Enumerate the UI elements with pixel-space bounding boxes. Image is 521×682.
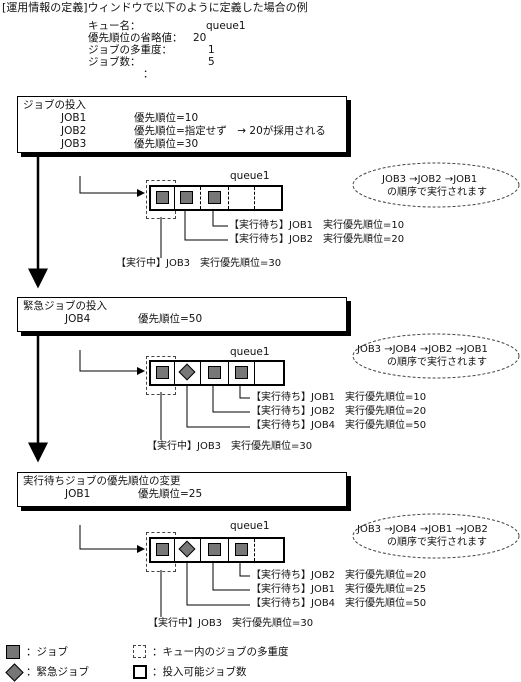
queue-label: queue1 — [230, 170, 270, 182]
job-priority: 優先順位=指定せず → 20が採用される — [134, 125, 326, 137]
slot-divider — [174, 362, 175, 384]
job-icon — [156, 366, 169, 379]
setting-value-multiplicity: 1 — [208, 44, 215, 56]
queue-label: queue1 — [230, 346, 270, 358]
setting-label-queue-name: キュー名： — [88, 20, 141, 32]
slot-divider — [254, 187, 255, 209]
setting-value-job-count: 5 — [208, 56, 215, 68]
setting-label-default-priority: 優先順位の省略値： — [88, 32, 183, 44]
bubble-text: の順序で実行されます — [387, 187, 487, 198]
legend-submittable-icon — [133, 665, 147, 679]
leader-s2-job4 — [186, 384, 250, 428]
waiting-annotation: 【実行待ち】JOB1 実行優先順位=25 — [251, 584, 427, 595]
page-title: [運用情報の定義]ウィンドウで以下のように定義した場合の例 — [2, 1, 308, 14]
slot-divider — [254, 362, 255, 384]
slot-divider — [200, 187, 201, 209]
slot-divider — [174, 187, 175, 209]
slot-divider — [200, 539, 201, 561]
elbow-arrow-1 — [79, 176, 145, 197]
waiting-annotation: 【実行待ち】JOB1 実行優先順位=10 — [251, 392, 427, 403]
waiting-annotation: 【実行待ち】JOB2 実行優先順位=20 — [251, 406, 427, 417]
legend-multiplicity-icon — [133, 645, 146, 658]
queue-box — [149, 360, 285, 386]
leader-s3-job1 — [212, 561, 250, 591]
legend-urgent-job-label: ：緊急ジョブ — [26, 666, 89, 678]
setting-label-multiplicity: ジョブの多重度： — [88, 44, 172, 56]
job-icon — [156, 191, 169, 204]
panel-submit-jobs: ジョブの投入 JOB1 優先順位=10 JOB2 優先順位=指定せず → 20が… — [17, 96, 347, 153]
leader-s2-job1 — [239, 384, 250, 399]
job-icon — [235, 366, 248, 379]
job-icon — [235, 543, 248, 556]
legend-job-label: ：ジョブ — [26, 646, 68, 658]
bubble-text: JOB3 →JOB4 →JOB2 →JOB1 — [357, 344, 488, 355]
running-annotation: 【実行中】JOB3 実行優先順位=30 — [147, 441, 313, 452]
slot-divider — [228, 187, 229, 209]
job-name: JOB1 — [61, 112, 87, 124]
panel-submit-urgent-job: 緊急ジョブの投入 JOB4 優先順位=50 — [17, 297, 347, 332]
leader-s3-job4 — [186, 561, 250, 606]
setting-ellipsis: ： — [143, 68, 154, 80]
job-name: JOB4 — [65, 313, 91, 325]
slot-divider — [228, 539, 229, 561]
job-name: JOB2 — [61, 125, 87, 137]
waiting-annotation: 【実行待ち】JOB2 実行優先順位=20 — [229, 234, 405, 245]
waiting-annotation: 【実行待ち】JOB2 実行優先順位=20 — [251, 570, 427, 581]
leader-s1-job2 — [184, 208, 228, 241]
queue-box — [149, 185, 283, 211]
bubble-s2 — [352, 333, 520, 379]
waiting-annotation: 【実行待ち】JOB1 実行優先順位=10 — [229, 220, 405, 231]
bubble-text: の順序で実行されます — [387, 537, 487, 548]
leader-s3-job2 — [239, 561, 250, 577]
elbow-arrow-3 — [79, 525, 145, 553]
job-name: JOB3 — [61, 138, 87, 150]
legend-submittable-label: ：投入可能ジョブ数 — [152, 666, 247, 678]
job-icon — [208, 366, 221, 379]
leader-s1-job1 — [212, 208, 228, 227]
bubble-s1 — [352, 162, 520, 208]
slot-divider — [228, 362, 229, 384]
queue-box — [149, 537, 285, 563]
queue-label: queue1 — [230, 520, 270, 532]
bubble-text: JOB3 →JOB4 →JOB1 →JOB2 — [357, 524, 488, 535]
setting-value-default-priority: 20 — [193, 32, 207, 44]
legend-multiplicity-label: ：キュー内のジョブの多重度 — [152, 646, 289, 658]
panel-title: 緊急ジョブの投入 — [23, 300, 107, 312]
job-name: JOB1 — [65, 488, 91, 500]
panel-title: 実行待ちジョブの優先順位の変更 — [23, 475, 181, 487]
job-icon — [208, 191, 221, 204]
job-priority: 優先順位=25 — [138, 488, 203, 500]
job-icon — [156, 543, 169, 556]
job-priority: 優先順位=50 — [138, 313, 203, 325]
panel-title: ジョブの投入 — [23, 99, 86, 111]
slot-divider — [254, 539, 255, 561]
leader-s2-job2 — [212, 384, 250, 413]
running-annotation: 【実行中】JOB3 実行優先順位=30 — [148, 618, 314, 629]
running-annotation: 【実行中】JOB3 実行優先順位=30 — [116, 258, 282, 269]
bubble-s3 — [352, 513, 520, 559]
setting-value-queue-name: queue1 — [206, 20, 246, 32]
urgent-job-icon — [178, 540, 196, 558]
job-priority: 優先順位=30 — [134, 138, 199, 150]
panel-change-priority: 実行待ちジョブの優先順位の変更 JOB1 優先順位=25 — [17, 472, 347, 507]
job-icon — [180, 191, 193, 204]
elbow-arrow-2 — [79, 350, 145, 375]
job-icon — [208, 543, 221, 556]
bubble-text: の順序で実行されます — [387, 357, 487, 368]
setting-label-job-count: ジョブ数： — [88, 56, 141, 68]
urgent-job-icon — [178, 363, 196, 381]
bubble-text: JOB3 →JOB2 →JOB1 — [382, 174, 478, 185]
waiting-annotation: 【実行待ち】JOB4 実行優先順位=50 — [251, 598, 427, 609]
job-priority: 優先順位=10 — [134, 112, 199, 124]
slot-divider — [174, 539, 175, 561]
slot-divider — [200, 362, 201, 384]
legend-job-icon — [6, 645, 20, 659]
waiting-annotation: 【実行待ち】JOB4 実行優先順位=50 — [251, 420, 427, 431]
